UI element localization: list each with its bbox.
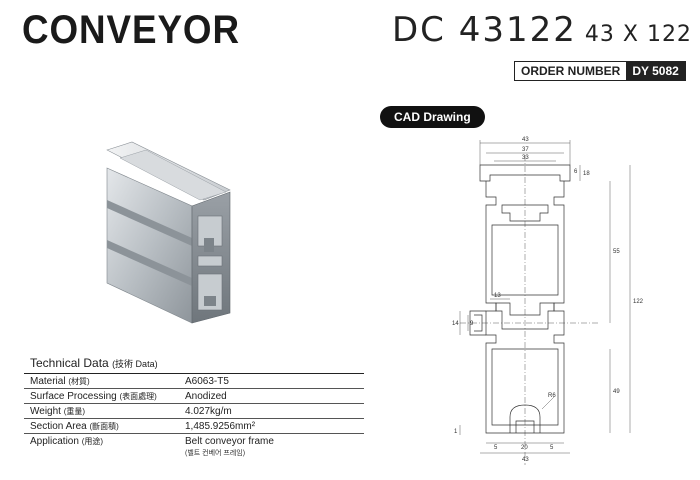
dim-center-left-gap: 13 — [494, 293, 501, 299]
dim-lower-height: 49 — [613, 389, 620, 395]
order-number-label: ORDER NUMBER — [515, 62, 627, 80]
row-key: Application — [30, 436, 79, 447]
cad-drawing-label: CAD Drawing — [380, 106, 485, 128]
technical-data-heading: Technical Data (技術 Data) — [24, 354, 364, 374]
row-key: Weight — [30, 406, 61, 417]
row-key-sub: (用途) — [81, 437, 104, 446]
profile-product-image — [106, 141, 231, 324]
row-value: A6063-T5 — [185, 376, 229, 387]
dim-mid-height: 55 — [613, 249, 620, 255]
table-row: Material (材質) A6063-T5 — [24, 374, 364, 389]
technical-data-title-sub: (技術 Data) — [112, 359, 158, 369]
dim-left-14: 14 — [452, 321, 459, 327]
dim-left-9: 9 — [470, 321, 474, 327]
table-row: Application (用途) Belt conveyor frame — [24, 434, 364, 448]
row-key: Surface Processing — [30, 391, 117, 402]
row-key-sub: (斷面積) — [89, 422, 119, 431]
dim-bottom-slot: 20 — [521, 445, 528, 451]
model-dimensions: 43 X 122 — [584, 22, 692, 47]
dim-top-right: 6 — [574, 169, 578, 175]
technical-data-table: Technical Data (技術 Data) Material (材質) A… — [24, 354, 364, 458]
model-code: DC 43122 — [392, 10, 577, 50]
dim-bottom-side-right: 5 — [550, 445, 554, 451]
dim-bottom-left-small: 1 — [454, 429, 458, 435]
dimension-lines — [459, 140, 631, 454]
row-key-sub: (材質) — [68, 377, 90, 386]
row-key: Material — [30, 376, 66, 387]
technical-data-title: Technical Data — [30, 356, 109, 370]
dim-corner-radius: R6 — [548, 393, 556, 399]
row-key: Section Area — [30, 421, 87, 432]
order-number-badge: ORDER NUMBER DY 5082 — [514, 61, 686, 81]
model-number: DC 43122 43 X 122 — [392, 10, 692, 50]
row-key-sub: (重量) — [63, 407, 86, 416]
row-value: Belt conveyor frame — [185, 436, 274, 447]
row-value: Anodized — [185, 391, 227, 402]
dim-top-overall: 43 — [522, 137, 529, 143]
dimension-labels: 43 37 33 6 18 55 122 13 14 9 49 R6 1 5 2… — [452, 137, 644, 463]
dim-top-slot: 33 — [522, 155, 529, 161]
dim-top-inner: 37 — [522, 147, 529, 153]
table-row: Weight (重量) 4.027kg/m — [24, 404, 364, 419]
dim-top-right-height: 18 — [583, 171, 590, 177]
dim-bottom-overall: 43 — [522, 457, 529, 463]
dim-bottom-side-left: 5 — [494, 445, 498, 451]
row-value: 1,485.9256mm² — [185, 421, 256, 432]
table-row: Surface Processing (表面處理) Anodized — [24, 389, 364, 404]
order-number-value: DY 5082 — [626, 62, 685, 80]
row-value: 4.027kg/m — [185, 406, 232, 417]
cad-drawing: 43 37 33 6 18 55 122 13 14 9 49 R6 1 5 2… — [452, 137, 644, 465]
product-family-title: CONVEYOR — [22, 8, 240, 52]
application-note: (벨트 컨베어 프레임) — [185, 450, 246, 457]
dim-total-height: 122 — [633, 299, 644, 305]
table-row: Section Area (斷面積) 1,485.9256mm² — [24, 419, 364, 434]
row-key-sub: (表面處理) — [119, 392, 157, 401]
